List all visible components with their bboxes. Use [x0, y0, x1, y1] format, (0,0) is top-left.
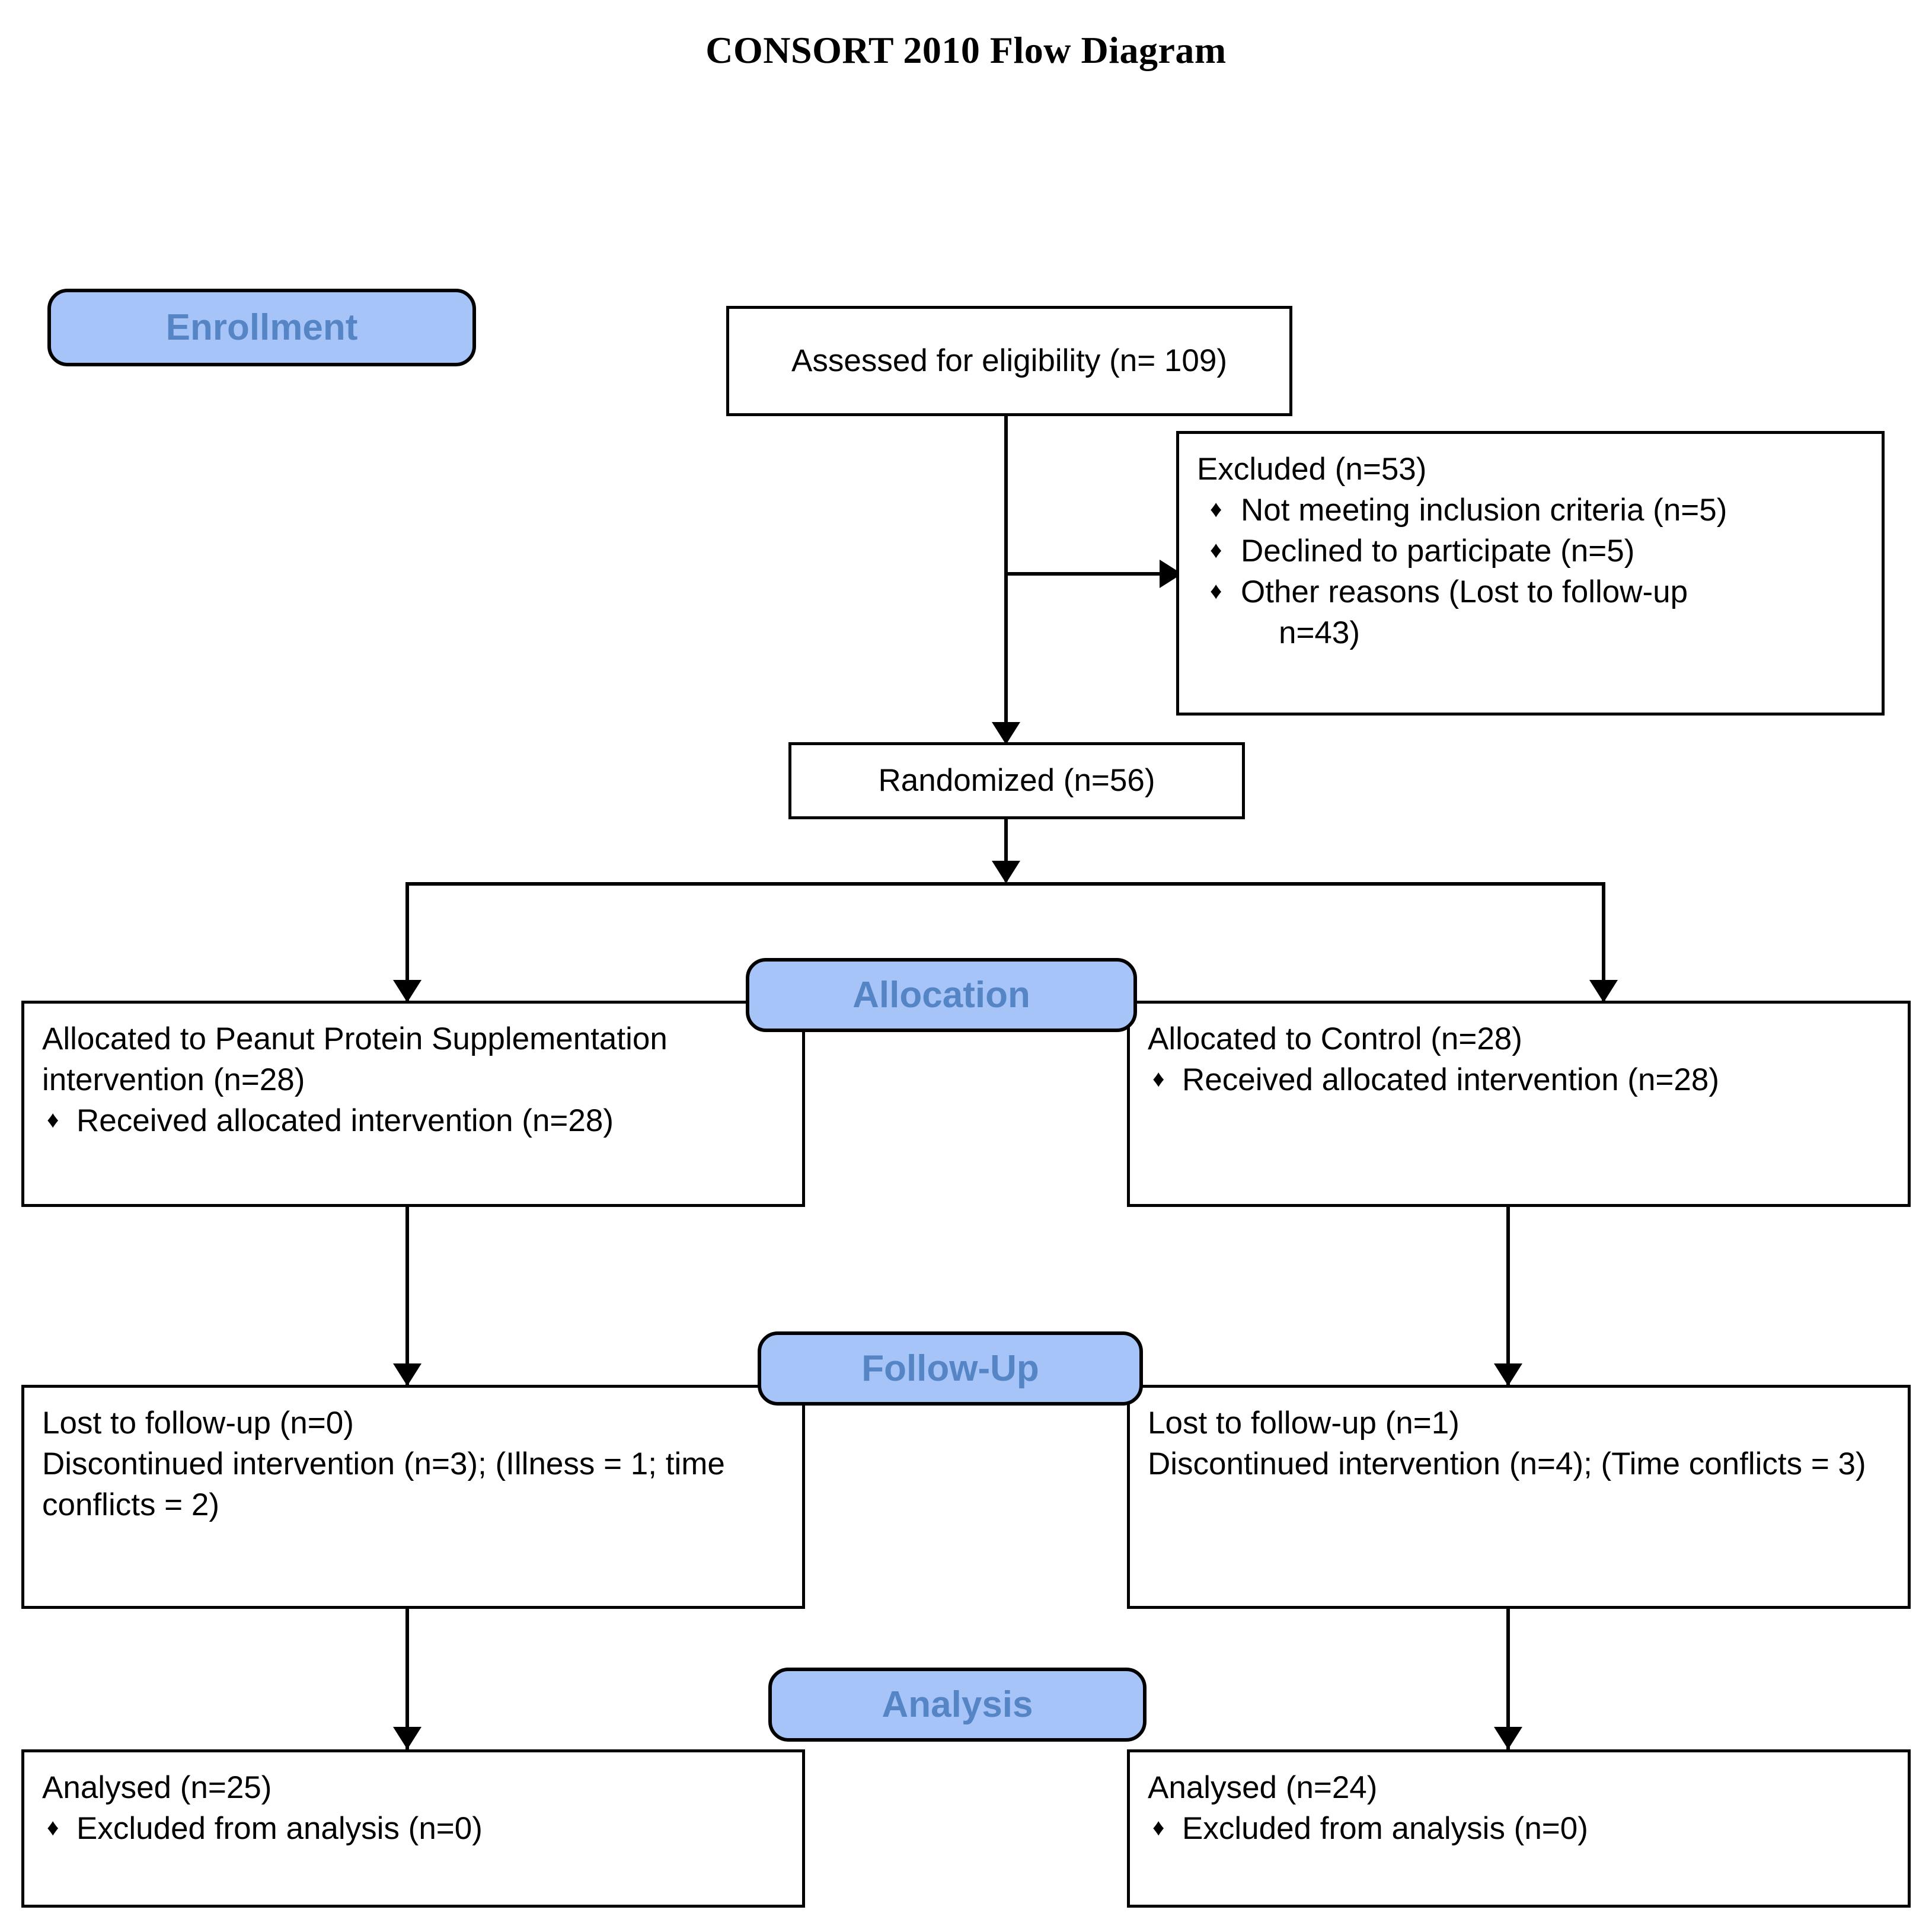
analysis-right-heading: Analysed (n=24) — [1148, 1770, 1378, 1805]
excluded-reason-1: Not meeting inclusion criteria (n=5) — [1241, 492, 1727, 528]
excluded-reason-3: Other reasons (Lost to follow-up — [1241, 574, 1688, 609]
connector-followup-right-to-analysis — [1506, 1608, 1510, 1749]
list-item: Received allocated intervention (n=28) — [42, 1101, 784, 1142]
box-allocation-left: Allocated to Peanut Protein Supplementat… — [21, 1001, 805, 1207]
analysis-left-heading: Analysed (n=25) — [42, 1770, 272, 1805]
connector-randomized-down — [1004, 807, 1008, 882]
box-randomized: Randomized (n=56) — [788, 742, 1245, 819]
connector-split-left-down — [405, 882, 409, 1001]
stage-label-enrollment: Enrollment — [47, 289, 476, 366]
box-followup-right: Lost to follow-up (n=1) Discontinued int… — [1127, 1385, 1911, 1609]
connector-split-bar — [405, 882, 1605, 886]
connector-alloc-left-to-followup — [405, 1207, 409, 1385]
randomized-text: Randomized (n=56) — [878, 762, 1155, 798]
arrow-to-allocation-left — [393, 980, 421, 1002]
allocation-right-bullet-1: Received allocated intervention (n=28) — [1182, 1062, 1719, 1097]
allocation-left-heading-line2: intervention (n=28) — [42, 1062, 305, 1097]
excluded-reasons-list: Not meeting inclusion criteria (n=5) Dec… — [1197, 490, 1864, 654]
allocation-left-heading-line1: Allocated to Peanut Protein Supplementat… — [42, 1021, 668, 1056]
stage-label-analysis-text: Analysis — [882, 1684, 1033, 1725]
stage-label-allocation: Allocation — [746, 958, 1137, 1032]
stage-label-analysis: Analysis — [768, 1668, 1147, 1742]
analysis-right-bullet-1: Excluded from analysis (n=0) — [1182, 1810, 1588, 1846]
connector-alloc-right-to-followup — [1506, 1207, 1510, 1385]
assessed-text: Assessed for eligibility (n= 109) — [791, 343, 1227, 378]
analysis-right-bullets: Excluded from analysis (n=0) — [1148, 1809, 1890, 1850]
allocation-left-bullets: Received allocated intervention (n=28) — [42, 1101, 784, 1142]
list-item: Declined to participate (n=5) — [1197, 531, 1864, 572]
arrow-randomized-split — [992, 861, 1020, 883]
arrow-to-followup-right — [1494, 1363, 1522, 1386]
arrow-to-analysis-left — [393, 1727, 421, 1749]
analysis-left-bullet-1: Excluded from analysis (n=0) — [76, 1810, 483, 1846]
followup-right-line1: Lost to follow-up (n=1) — [1148, 1406, 1460, 1441]
stage-label-follow-up: Follow-Up — [758, 1331, 1143, 1406]
page-title: CONSORT 2010 Flow Diagram — [705, 29, 1227, 71]
box-assessed-for-eligibility: Assessed for eligibility (n= 109) — [726, 306, 1292, 416]
connector-assessed-down — [1004, 415, 1008, 742]
list-item: Excluded from analysis (n=0) — [1148, 1809, 1890, 1850]
allocation-left-bullet-1: Received allocated intervention (n=28) — [76, 1103, 614, 1138]
connector-followup-left-to-analysis — [405, 1608, 409, 1749]
excluded-reason-2: Declined to participate (n=5) — [1241, 533, 1635, 569]
allocation-right-bullets: Received allocated intervention (n=28) — [1148, 1060, 1890, 1101]
analysis-left-bullets: Excluded from analysis (n=0) — [42, 1809, 784, 1850]
excluded-heading: Excluded (n=53) — [1197, 452, 1427, 487]
list-item: Received allocated intervention (n=28) — [1148, 1060, 1890, 1101]
followup-left-line2: Discontinued intervention (n=3); (Illnes… — [42, 1446, 725, 1522]
list-item: Excluded from analysis (n=0) — [42, 1809, 784, 1850]
list-item: Not meeting inclusion criteria (n=5) — [1197, 490, 1864, 531]
stage-label-allocation-text: Allocation — [852, 975, 1030, 1015]
arrow-to-allocation-right — [1589, 980, 1618, 1002]
box-excluded: Excluded (n=53) Not meeting inclusion cr… — [1176, 431, 1885, 716]
followup-left-line1: Lost to follow-up (n=0) — [42, 1406, 354, 1441]
list-item: Other reasons (Lost to follow-up n=43) — [1197, 572, 1864, 654]
box-analysis-right: Analysed (n=24) Excluded from analysis (… — [1127, 1749, 1911, 1908]
stage-label-enrollment-text: Enrollment — [165, 307, 358, 348]
arrow-to-analysis-right — [1494, 1727, 1522, 1749]
allocation-right-heading-line1: Allocated to Control (n=28) — [1148, 1021, 1522, 1056]
box-allocation-right: Allocated to Control (n=28) Received all… — [1127, 1001, 1911, 1207]
box-followup-left: Lost to follow-up (n=0) Discontinued int… — [21, 1385, 805, 1609]
stage-label-follow-up-text: Follow-Up — [861, 1348, 1039, 1389]
box-analysis-left: Analysed (n=25) Excluded from analysis (… — [21, 1749, 805, 1908]
connector-assessed-to-excluded — [1004, 572, 1164, 576]
followup-right-line2: Discontinued intervention (n=4); (Time c… — [1148, 1446, 1866, 1481]
connector-split-right-down — [1602, 882, 1605, 1001]
arrow-to-followup-left — [393, 1363, 421, 1386]
excluded-reason-3-continuation: n=43) — [1279, 615, 1361, 650]
arrow-to-randomized — [992, 722, 1020, 745]
